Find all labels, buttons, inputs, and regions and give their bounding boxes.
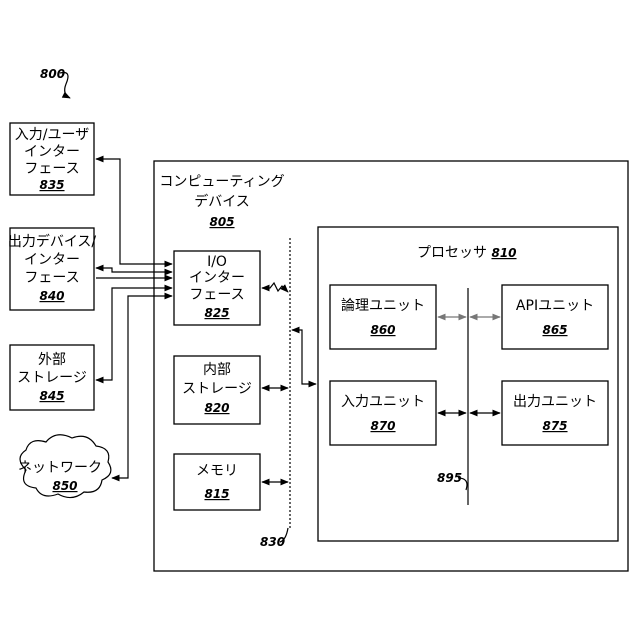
ext-storage-line-2: ストレージ [17,370,87,386]
input-user-interface-block: 入力/ユーザ インター フェース 835 [10,123,94,195]
memory-label: メモリ [196,463,238,479]
api-unit-block: APIユニット 865 [502,285,608,349]
ext-storage-line-1: 外部 [38,352,66,368]
network-cloud: ネットワーク 850 [18,435,111,498]
network-label: ネットワーク [18,460,102,476]
device-title-line-1: コンピューティング [159,174,284,190]
io-line-3: フェース [189,287,244,303]
connector-io-bus [262,283,288,292]
input-unit-ref: 870 [370,419,395,433]
processor-ref: 810 [491,246,516,260]
device-ref: 805 [209,215,234,229]
api-unit-ref: 865 [542,323,567,337]
device-title-line-2: デバイス [194,193,250,210]
io-interface-block: I/O インター フェース 825 [174,251,260,325]
logic-unit-label: 論理ユニット [341,298,425,314]
api-unit-label: APIユニット [516,298,594,314]
output-unit-ref: 875 [542,419,567,433]
output-unit-label: 出力ユニット [513,394,597,410]
ext-storage-ref: 845 [39,389,64,403]
input-unit-block: 入力ユニット 870 [330,381,436,445]
input-ui-line-1: 入力/ユーザ [15,127,89,143]
network-ref: 850 [52,479,77,493]
output-device-interface-block: 出力デバイス/ インター フェース 840 [8,228,97,310]
memory-block: メモリ 815 [174,454,260,510]
connector-network-io [112,296,172,478]
figure-ref: 800 [40,67,65,81]
connector-ext-storage-io [96,288,172,380]
io-ref: 825 [204,306,229,320]
internal-storage-line-1: 内部 [203,362,231,378]
processor-bus: 895 [437,288,500,505]
output-ui-line-1: 出力デバイス/ [8,233,97,250]
logic-unit-block: 論理ユニット 860 [330,285,436,349]
input-ui-ref: 835 [39,178,64,192]
processor-title: プロセッサ [417,245,487,261]
output-unit-block: 出力ユニット 875 [502,381,608,445]
internal-storage-ref: 820 [204,401,229,415]
connector-bus-processor [292,330,316,384]
logic-unit-ref: 860 [370,323,395,337]
io-line-1: I/O [207,254,227,270]
input-unit-label: 入力ユニット [341,394,425,410]
output-ui-ref: 840 [39,289,64,303]
bus-ref: 830 [260,535,285,549]
connector-output-ui-io [96,268,172,272]
external-storage-block: 外部 ストレージ 845 [10,345,94,410]
output-ui-line-2: インター [24,252,80,268]
input-ui-line-3: フェース [24,161,79,177]
memory-ref: 815 [204,487,229,501]
external-connections [96,159,172,478]
internal-storage-block: 内部 ストレージ 820 [174,356,260,424]
system-bus: 830 [260,238,316,549]
internal-storage-line-2: ストレージ [182,381,252,397]
output-ui-line-3: フェース [24,270,79,286]
io-line-2: インター [189,270,245,286]
input-ui-line-2: インター [24,144,80,160]
